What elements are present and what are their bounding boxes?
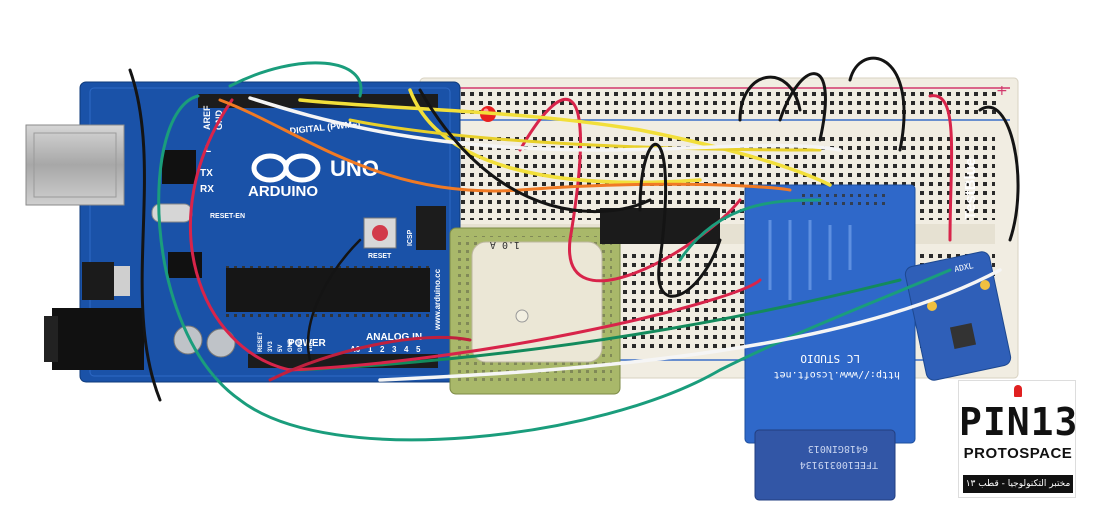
wire-green (228, 61, 363, 98)
icsp-header (416, 206, 446, 250)
sd-url: http://www.lcsoft.net (774, 369, 900, 380)
wire-green (678, 198, 822, 262)
wire-black (978, 105, 1020, 242)
aref-label: AREF (202, 105, 212, 130)
power-jack (52, 308, 144, 370)
sd-maker: LC STUDIO (800, 352, 860, 365)
wire-yellow (298, 98, 832, 187)
l-label: L (205, 144, 211, 155)
wire-red (268, 335, 472, 382)
red-led-icon (1014, 385, 1022, 397)
pin-label-analog: 4 (404, 345, 409, 354)
jumper-wires (128, 56, 1020, 442)
gps-label: 1.0 A (490, 239, 520, 250)
pin-label-analog: 5 (416, 345, 421, 354)
pin-label-analog: 1 (368, 345, 373, 354)
breadboard-plus: + (996, 83, 1008, 99)
pin-label-power: 5V (278, 345, 284, 352)
gps-module: 1.0 A (449, 227, 621, 395)
pin-label-analog: 3 (392, 345, 397, 354)
rx-label: RX (200, 184, 214, 195)
pin13-logo: PIN13 PROTOSPACE مختبر التكنولوجيا - قطب… (958, 380, 1079, 498)
wire-red (518, 97, 742, 283)
wire-black (418, 88, 652, 213)
wire-black (306, 238, 362, 362)
breadboard-ic (600, 208, 720, 244)
wire-black (638, 142, 722, 298)
wire-red (188, 98, 762, 372)
pin-label-power: GND (298, 338, 304, 352)
capacitor (173, 325, 203, 355)
accelerometer-module: ADXL (904, 251, 1012, 381)
atmega-chip (226, 268, 430, 312)
tx-label: TX (200, 168, 213, 179)
pin-label-power: 3V3 (268, 341, 274, 352)
wire-green (157, 94, 952, 442)
arduino-brand: ARDUINO (248, 183, 318, 200)
pin-label-power: Vin (308, 342, 314, 352)
sd-card-text-2: TFEE100319134 (800, 459, 878, 470)
pin-label-power: GND (288, 338, 294, 352)
wire-red (928, 94, 954, 242)
wire-yellow (408, 88, 702, 185)
reset-en-label: RESET-EN (210, 213, 245, 220)
wire-white (248, 96, 842, 152)
power-pin-labels: RESET 3V3 5V GND GND Vin (258, 332, 314, 352)
logo-tagline: مختبر التكنولوجيا - قطب ١٣ (963, 475, 1073, 493)
wire-black (848, 56, 906, 152)
sd-card-text-1: 6418GIN013 (808, 443, 868, 454)
icsp-label: ICSP (407, 229, 414, 246)
sd-card (754, 429, 896, 501)
breadboard-brand: TestBlue (962, 158, 979, 220)
logo-subtitle: PROTOSPACE (963, 445, 1073, 462)
wire-white (378, 268, 1002, 382)
logo-title: PIN13 (959, 400, 1079, 444)
sensor-label: ADXL (954, 261, 975, 274)
wire-yellow (348, 118, 822, 152)
analog-label: ANALOG IN (366, 332, 422, 343)
pin-label-analog: 2 (380, 345, 385, 354)
wire-green (298, 278, 902, 372)
reset-button (363, 217, 397, 249)
wire-orange (218, 98, 792, 193)
wire-black (778, 72, 827, 142)
pin-label-power: RESET (258, 332, 264, 352)
wire-black (128, 68, 162, 402)
url-label: www.arduino.cc (433, 268, 442, 331)
arduino-logo-icon (251, 153, 321, 183)
wire-black (738, 75, 802, 122)
reset-label: RESET (368, 253, 392, 260)
usb-connector (25, 124, 125, 206)
gps-antenna (471, 241, 603, 363)
capacitor (206, 328, 236, 358)
